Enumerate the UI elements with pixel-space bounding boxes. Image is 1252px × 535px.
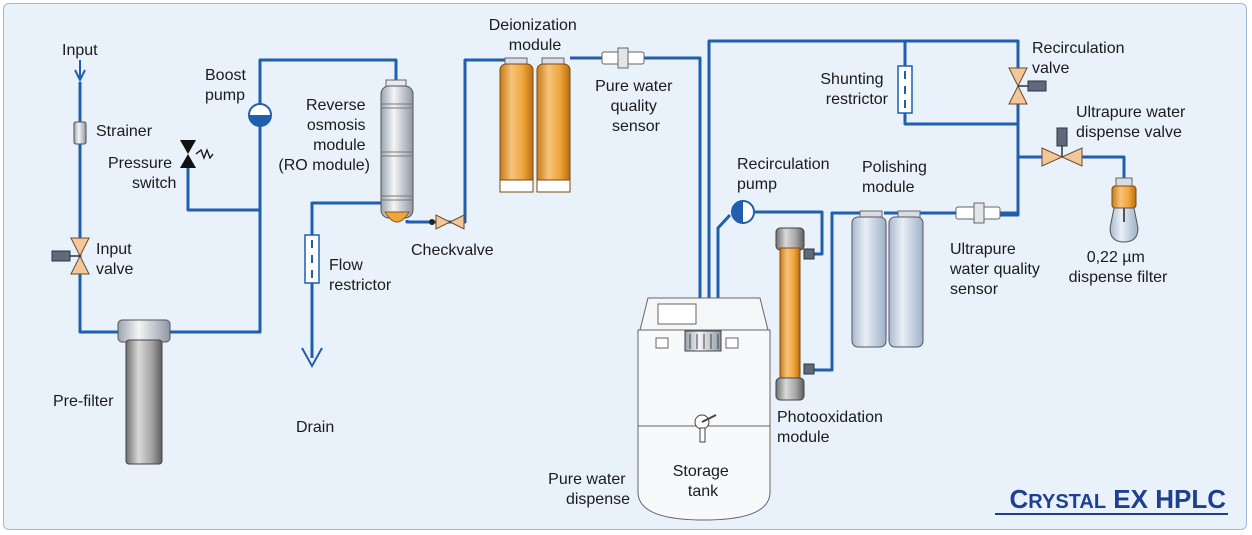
pipe-shunt-bottom xyxy=(903,104,1020,126)
pipe-pump-to-ro xyxy=(258,58,398,104)
recirculation-valve-icon xyxy=(1008,67,1047,105)
label-dispense-filter: 0,22 µm dispense filter xyxy=(1069,249,1168,286)
label-prefilter: Pre-filter xyxy=(53,393,114,410)
pipe-ro-to-flow-restrictor xyxy=(310,201,385,235)
ro-module-icon xyxy=(380,79,414,223)
label-recirculation-pump: Recirculation pump xyxy=(737,156,834,193)
label-drain: Drain xyxy=(296,419,334,436)
label-input: Input xyxy=(62,42,98,59)
svg-text:CRYSTAL EX HPLC: CRYSTAL EX HPLC xyxy=(1010,484,1227,514)
pipes xyxy=(78,39,1126,372)
pipe-dispense-branch xyxy=(1018,155,1126,180)
pipe-ro-to-checkvalve xyxy=(405,58,505,224)
input-arrow-icon xyxy=(74,60,86,83)
strainer-icon xyxy=(73,116,87,150)
label-ultrapure-sensor: Ultrapure water quality sensor xyxy=(949,241,1044,298)
flow-restrictor-icon xyxy=(304,234,320,284)
label-pure-water-sensor: Pure water quality sensor xyxy=(595,78,677,135)
label-ro-module: Reverse osmosis module (RO module) xyxy=(278,97,370,174)
checkvalve-icon xyxy=(429,214,465,230)
label-storage-tank: Storage tank xyxy=(673,463,734,500)
storage-tank-icon xyxy=(637,297,771,521)
pipe-prefilter-to-pump xyxy=(168,125,262,334)
label-input-valve: Input valve xyxy=(96,241,136,278)
pipe-tank-to-recirc-pump xyxy=(716,213,732,298)
pipe-input-line xyxy=(78,82,120,334)
label-flow-restrictor: Flow restrictor xyxy=(329,257,392,294)
recirculation-pump-icon xyxy=(731,200,755,224)
photooxidation-module-icon xyxy=(775,227,815,401)
label-boost-pump: Boost pump xyxy=(205,67,250,104)
label-shunting-restrictor: Shunting restrictor xyxy=(820,71,888,108)
deionization-module-icon xyxy=(499,57,571,193)
label-recirculation-valve: Recirculation valve xyxy=(1032,40,1129,77)
pipe-tank-recirc-loop xyxy=(707,39,1020,298)
pure-water-sensor-icon xyxy=(601,47,645,69)
label-checkvalve: Checkvalve xyxy=(411,242,494,259)
dispense-filter-icon xyxy=(1109,177,1139,243)
label-ultrapure-dispense-valve: Ultrapure water dispense valve xyxy=(1076,104,1190,141)
label-polishing-module: Polishing module xyxy=(862,159,931,196)
brand-logo: CRYSTAL EX HPLC xyxy=(995,484,1228,515)
pipe-pump-to-photo xyxy=(755,210,824,256)
ultrapure-sensor-icon xyxy=(955,202,1001,224)
label-photooxidation-module: Photooxidation module xyxy=(777,409,887,446)
label-strainer: Strainer xyxy=(96,123,153,140)
prefilter-icon xyxy=(117,319,171,465)
shunting-restrictor-icon xyxy=(897,65,913,114)
ultrapure-dispense-valve-icon xyxy=(1041,127,1083,167)
input-valve-icon xyxy=(51,237,90,275)
pipe-pressure-switch xyxy=(186,165,260,212)
label-deionization-module: Deionization module xyxy=(489,17,582,54)
pipe-photo-to-polish xyxy=(812,211,862,372)
drain-icon xyxy=(301,347,323,369)
boost-pump-icon xyxy=(248,103,272,127)
label-pressure-switch: Pressure switch xyxy=(108,155,176,192)
pipe-recirc-to-ultrapure xyxy=(1000,124,1020,217)
polishing-module-icon xyxy=(851,210,924,348)
label-pure-water-dispense: Pure water dispense xyxy=(548,471,630,508)
pressure-switch-icon xyxy=(180,140,214,168)
